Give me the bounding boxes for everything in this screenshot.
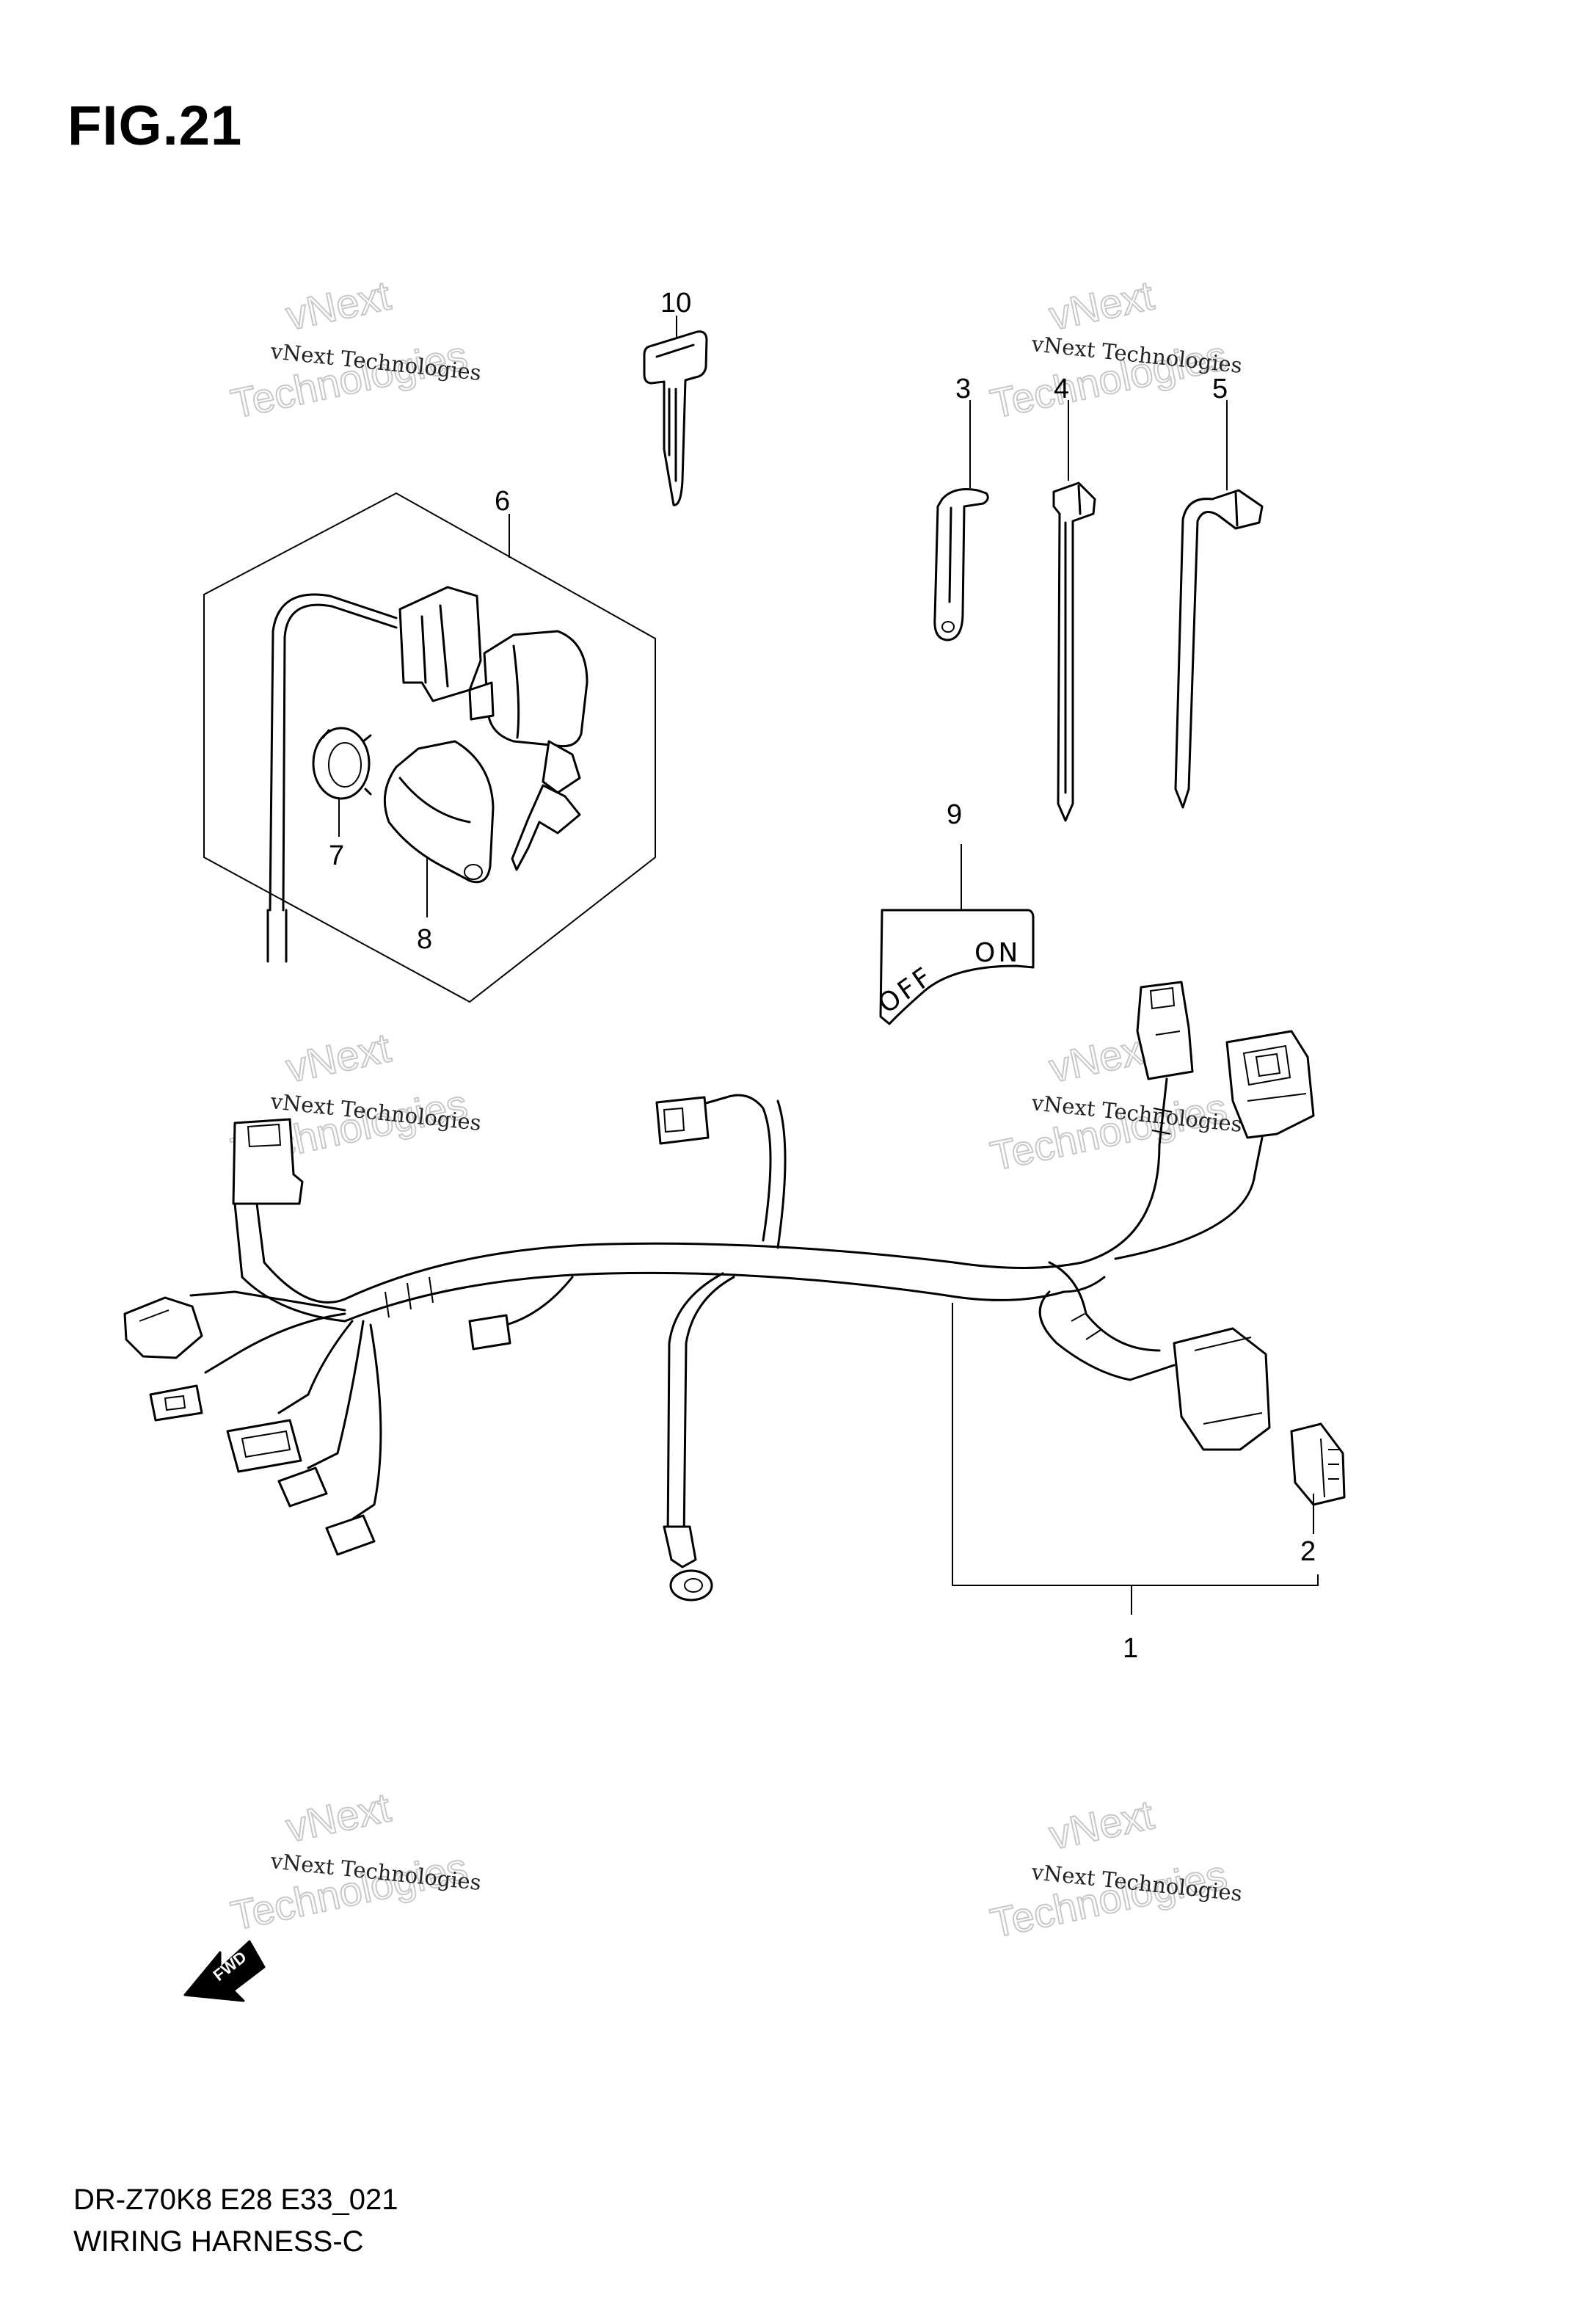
watermark-top-left: vNext Technologies vNext Technologies xyxy=(226,271,482,427)
figure-title: FIG.21 xyxy=(68,95,243,157)
callout-8: 8 xyxy=(417,924,432,955)
callout-5: 5 xyxy=(1212,374,1228,404)
callout-2: 2 xyxy=(1300,1536,1316,1567)
watermark-brand: vNext xyxy=(1045,272,1158,338)
part-5-cable-tie xyxy=(1174,400,1264,809)
watermark-top-right: vNext Technologies vNext Technologies xyxy=(985,271,1243,427)
callout-1: 1 xyxy=(1123,1633,1138,1664)
diagram-code: DR-Z70K8 E28 E33_021 xyxy=(73,2184,398,2216)
diagram-name: WIRING HARNESS-C xyxy=(73,2225,364,2258)
callout-3: 3 xyxy=(955,374,971,404)
watermark-bottom-right: vNext Technologies vNext Technologies xyxy=(985,1790,1243,1946)
watermark-brand: vNext xyxy=(282,1024,395,1091)
part-9-switch-label: OFF ON xyxy=(873,844,1035,1025)
part-7-ring-nut xyxy=(312,727,372,837)
switch-on-label: ON xyxy=(974,938,1021,968)
part-8-cover xyxy=(383,740,495,917)
watermark-brand: vNext xyxy=(1045,1791,1158,1858)
callout-4: 4 xyxy=(1054,374,1069,404)
part-2-fuse-holder xyxy=(1038,1261,1346,1534)
part-4-cable-tie xyxy=(1052,400,1096,822)
watermark-bottom-left: vNext Technologies vNext Technologies xyxy=(226,1783,482,1939)
forward-direction-arrow: FWD xyxy=(183,1940,266,2002)
watermark-brand: vNext xyxy=(282,1784,395,1850)
part-1-wiring-harness xyxy=(123,981,1315,1602)
watermark-mid-right: vNext Technologies vNext Technologies xyxy=(985,1023,1243,1179)
part-6-ignition-switch-kit xyxy=(203,492,656,1003)
callout-7: 7 xyxy=(329,840,344,871)
callout-9: 9 xyxy=(947,799,962,830)
part-10-key xyxy=(643,316,708,506)
part-3-clamp xyxy=(933,400,989,641)
callout-6: 6 xyxy=(495,486,510,517)
part-1-bracket xyxy=(952,1303,1319,1615)
callout-10: 10 xyxy=(660,288,691,319)
watermark-brand: vNext xyxy=(282,272,395,338)
